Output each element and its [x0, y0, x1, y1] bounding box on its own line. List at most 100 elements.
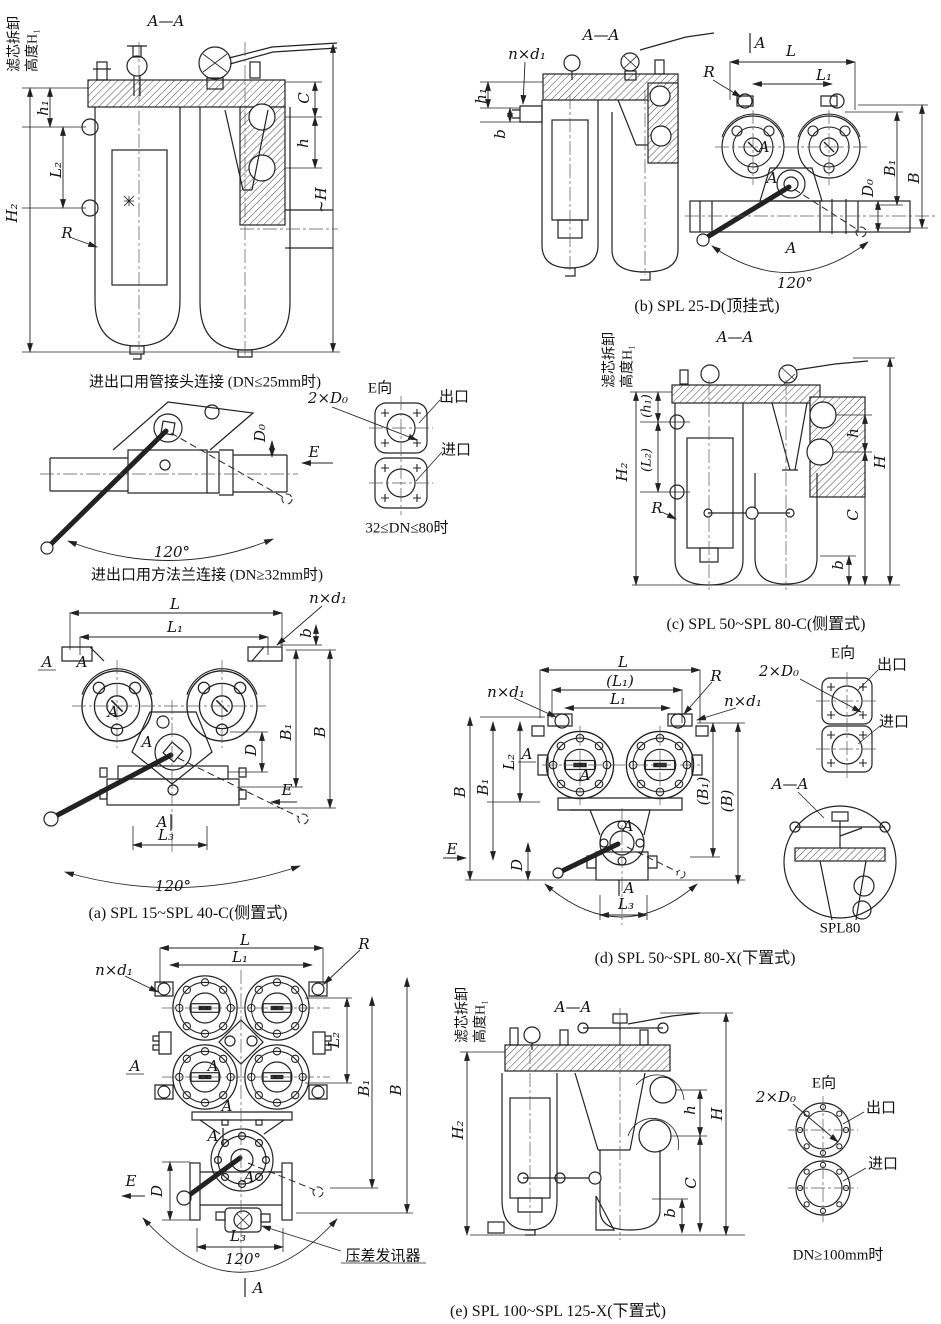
- dim-height-h: H: [871, 455, 889, 469]
- view-arrow-e: E: [125, 1172, 137, 1190]
- view-label-e: E向: [811, 1075, 837, 1092]
- port-label-outlet: 出口: [865, 1100, 897, 1117]
- dim-c: C: [844, 509, 862, 521]
- dim-d0: D₀: [859, 178, 877, 198]
- caption-b: (b) SPL 25-D(顶挂式): [634, 298, 780, 315]
- dim-d: D: [148, 1184, 166, 1198]
- port-label-inlet: 进口: [440, 442, 472, 459]
- caption-e: (e) SPL 100~SPL 125-X(下置式): [450, 1303, 666, 1320]
- dim-n-x-d1: n×d₁: [95, 961, 133, 979]
- dim-b1: B₁: [474, 778, 492, 796]
- dim-c: C: [295, 92, 313, 104]
- datum-a: A: [129, 1057, 141, 1075]
- dim-l2: L₂: [47, 162, 65, 178]
- note-spl80: SPL80: [819, 920, 861, 937]
- filter-removal-line1: 滤芯拆卸: [7, 16, 23, 72]
- dim-b-width: B: [451, 786, 469, 798]
- dim-l2-paren: (L₂): [639, 448, 655, 472]
- section-label-aa: A—A: [582, 26, 620, 44]
- dim-l1: L₁: [167, 618, 183, 636]
- dim-r: R: [61, 224, 73, 242]
- section-label-aa: A—A: [716, 328, 754, 346]
- filter-removal-line1: 滤芯拆卸: [602, 332, 618, 388]
- dim-l: L: [786, 42, 796, 60]
- note-dn-100: DN≥100mm时: [792, 1247, 884, 1264]
- dim-n-x-d1: n×d₁: [724, 692, 762, 710]
- filter-removal-line2: 高度H₁: [620, 345, 635, 388]
- dim-b-paren: (B): [718, 789, 736, 813]
- dim-b-width: B: [387, 1084, 405, 1096]
- datum-a: A: [622, 817, 634, 835]
- dim-n-x-d1: n×d₁: [487, 683, 525, 701]
- dim-b-thick: b: [297, 628, 315, 638]
- dim-r: R: [358, 935, 370, 953]
- dim-h: h: [294, 138, 312, 148]
- datum-a: A: [785, 239, 797, 257]
- caption-d: (d) SPL 50~SPL 80-X(下置式): [594, 950, 796, 967]
- note-pressure-sensor: 压差发讯器: [345, 1248, 421, 1265]
- datum-a: A: [107, 703, 119, 721]
- dim-b1: B₁: [881, 159, 899, 177]
- fig-e-view-square-ports: [331, 396, 443, 515]
- datum-a: A: [156, 813, 168, 831]
- dim-b-thick: b: [491, 129, 509, 139]
- dim-d: D: [242, 743, 260, 757]
- note-dn-32-80: 32≤DN≤80时: [365, 520, 449, 537]
- port-label-inlet: 进口: [867, 1156, 899, 1173]
- port-label-inlet: 进口: [878, 714, 910, 731]
- datum-a: A: [243, 1168, 255, 1186]
- datum-a: A: [579, 766, 591, 784]
- dim-2xd0: 2×D₀: [307, 389, 349, 407]
- dim-l2: L₂: [325, 1032, 343, 1048]
- fig-d-drawing: [443, 667, 897, 925]
- angle-120: 120°: [154, 877, 192, 895]
- section-label-aa: A—A: [554, 998, 592, 1016]
- fig-e-view-round-ports: [788, 1096, 867, 1222]
- dim-b-thick: b: [661, 1208, 679, 1218]
- dim-n-x-d1: n×d₁: [309, 589, 347, 607]
- section-label-aa: A—A: [771, 775, 809, 793]
- dim-h: h: [681, 1105, 699, 1115]
- dim-l1-paren: (L₁): [606, 672, 634, 690]
- dim-2xd0: 2×D₀: [758, 662, 800, 680]
- dim-b1: B₁: [355, 1079, 373, 1097]
- filter-removal-height-label: 滤芯拆卸 高度H₁: [7, 16, 42, 72]
- datum-a: A: [207, 1057, 219, 1075]
- fig-e-section-view-drawing: [460, 1008, 745, 1240]
- datum-a: A: [221, 1097, 233, 1115]
- fig-b-drawing: [480, 32, 935, 281]
- dim-h2: H₂: [613, 462, 631, 482]
- dim-c: C: [682, 1177, 700, 1189]
- dim-l3: L₃: [618, 895, 634, 913]
- caption-a: (a) SPL 15~SPL 40-C(侧置式): [88, 905, 288, 922]
- fig-e-top-view-drawing: [121, 945, 426, 1297]
- dim-d0: D₀: [251, 423, 269, 443]
- dim-r: R: [703, 63, 715, 81]
- dim-h1-paren: (h₁): [639, 394, 655, 418]
- dim-h: h: [844, 428, 862, 438]
- dim-n-x-d1: n×d₁: [508, 45, 546, 63]
- datum-a: A: [41, 653, 53, 671]
- dim-l3: L₃: [230, 1227, 246, 1245]
- dim-l: L: [240, 931, 250, 949]
- dim-2xd0: 2×D₀: [755, 1088, 797, 1106]
- view-arrow-e: E: [308, 443, 320, 461]
- dim-h2: H₂: [3, 203, 21, 223]
- fig-pipe-connection-drawing: [40, 401, 333, 561]
- datum-a: A: [766, 169, 778, 187]
- view-arrow-e: E: [446, 840, 458, 858]
- dim-r: R: [710, 667, 722, 685]
- filter-removal-line1: 滤芯拆卸: [455, 987, 471, 1043]
- datum-a: A: [521, 745, 533, 763]
- dim-approx-h: ~H: [312, 187, 330, 213]
- note-flange-connection: 进出口用方法兰连接 (DN≥32mm时): [91, 567, 323, 584]
- view-label-e: E向: [830, 645, 856, 662]
- dim-b1: B₁: [277, 723, 295, 741]
- dim-l1: L₁: [610, 690, 626, 708]
- dim-l: L: [618, 653, 628, 671]
- view-label-e: E向: [367, 380, 393, 397]
- dim-l2: L₂: [500, 754, 518, 770]
- dim-h1: h₁: [472, 88, 490, 104]
- datum-a: A: [758, 138, 770, 156]
